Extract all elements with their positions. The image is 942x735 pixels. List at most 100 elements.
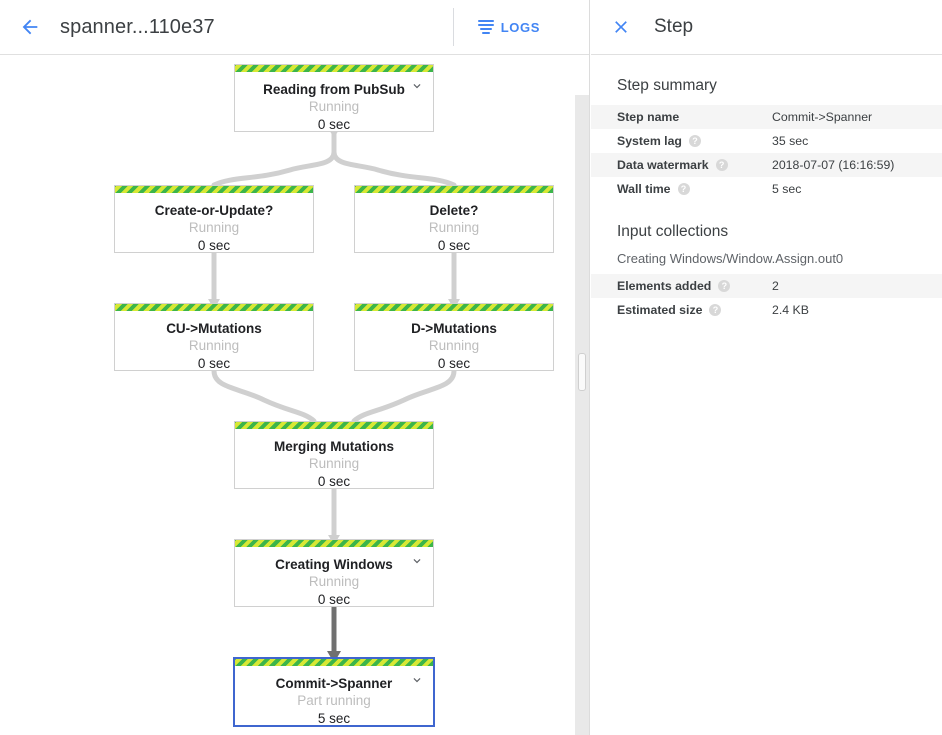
chevron-down-icon[interactable] — [409, 672, 425, 688]
row-value: 2018-07-07 (16:16:59) — [772, 158, 895, 172]
graph-toolbar: spanner...110e37 LOGS — [0, 0, 589, 55]
logs-button-label: LOGS — [500, 19, 540, 35]
node-title: D->Mutations — [411, 321, 497, 336]
node-progress-stripe — [235, 65, 433, 72]
job-graph-panel: spanner...110e37 LOGS — [0, 0, 590, 735]
row-key-label: Wall time — [617, 182, 671, 196]
help-icon[interactable]: ? — [718, 280, 731, 292]
input-collections-heading: Input collections — [617, 223, 729, 240]
node-status: Running — [188, 220, 240, 235]
node-progress-stripe — [235, 659, 433, 666]
row-key-label: Elements added — [617, 279, 712, 293]
node-elapsed-time: 0 sec — [317, 474, 351, 489]
node-title: Commit->Spanner — [275, 676, 393, 691]
toolbar-right-group: LOGS — [452, 0, 589, 54]
node-elapsed-time: 0 sec — [197, 238, 231, 253]
help-icon[interactable]: ? — [709, 304, 722, 316]
row-key-label: System lag — [617, 134, 682, 148]
node-progress-stripe — [115, 186, 313, 193]
node-progress-stripe — [115, 304, 313, 311]
logs-button[interactable]: LOGS — [472, 12, 554, 43]
row-key: Estimated size? — [617, 303, 772, 317]
graph-vertical-scrollbar[interactable] — [575, 95, 589, 735]
step-summary-row: Wall time?5 sec — [591, 177, 942, 201]
input-collection-row: Elements added?2 — [591, 274, 942, 298]
step-summary-row: System lag?35 sec — [591, 129, 942, 153]
help-icon[interactable]: ? — [688, 135, 701, 147]
node-title: Merging Mutations — [274, 439, 394, 454]
step-panel-header: Step — [591, 0, 942, 55]
step-panel-title: Step — [654, 16, 694, 37]
node-progress-stripe — [235, 540, 433, 547]
node-title: Creating Windows — [275, 557, 393, 572]
node-status: Running — [308, 574, 360, 589]
node-progress-stripe — [355, 304, 553, 311]
node-status: Running — [308, 456, 360, 471]
node-status: Running — [428, 338, 480, 353]
close-icon[interactable] — [599, 5, 643, 49]
toolbar-divider — [452, 8, 454, 46]
row-key: Wall time? — [617, 182, 772, 196]
node-body: Create-or-Update? Running 0 sec — [115, 193, 313, 265]
graph-scrollbar-thumb[interactable] — [578, 353, 586, 391]
node-elapsed-time: 0 sec — [437, 238, 471, 253]
row-value: 35 sec — [772, 134, 809, 148]
input-collection-name: Creating Windows/Window.Assign.out0 — [617, 251, 844, 266]
graph-node-create-or-update[interactable]: Create-or-Update? Running 0 sec — [114, 185, 314, 253]
row-key: Data watermark? — [617, 158, 772, 172]
node-title: CU->Mutations — [166, 321, 262, 336]
row-value: 2 — [772, 279, 779, 293]
row-key-label: Data watermark — [617, 158, 709, 172]
help-icon[interactable]: ? — [677, 183, 690, 195]
arrow-left-icon[interactable] — [6, 3, 54, 51]
node-status: Part running — [297, 693, 371, 708]
node-elapsed-time: 0 sec — [197, 356, 231, 371]
node-elapsed-time: 0 sec — [317, 117, 351, 132]
row-key: Elements added? — [617, 279, 772, 293]
node-title: Delete? — [429, 203, 479, 218]
input-collection-row: Estimated size?2.4 KB — [591, 298, 942, 322]
section-spacer — [591, 201, 942, 223]
node-progress-stripe — [235, 422, 433, 429]
step-summary-heading: Step summary — [617, 77, 717, 94]
node-status: Running — [308, 99, 360, 114]
graph-edges — [208, 128, 460, 663]
page-title: spanner...110e37 — [60, 15, 215, 38]
node-title: Reading from PubSub — [263, 82, 405, 97]
chevron-down-icon[interactable] — [409, 78, 425, 94]
step-summary-row: Data watermark?2018-07-07 (16:16:59) — [591, 153, 942, 177]
node-progress-stripe — [355, 186, 553, 193]
row-value: Commit->Spanner — [772, 110, 873, 124]
chevron-down-icon[interactable] — [409, 553, 425, 569]
node-title: Create-or-Update? — [154, 203, 274, 218]
graph-node-delete[interactable]: Delete? Running 0 sec — [354, 185, 554, 253]
node-body: Delete? Running 0 sec — [355, 193, 553, 265]
row-key: Step name — [617, 110, 772, 124]
node-status: Running — [188, 338, 240, 353]
row-key-label: Estimated size — [617, 303, 703, 317]
node-elapsed-time: 0 sec — [437, 356, 471, 371]
row-key: System lag? — [617, 134, 772, 148]
list-lines-icon — [477, 20, 494, 34]
help-icon[interactable]: ? — [715, 159, 728, 171]
node-status: Running — [428, 220, 480, 235]
node-elapsed-time: 5 sec — [317, 711, 351, 726]
